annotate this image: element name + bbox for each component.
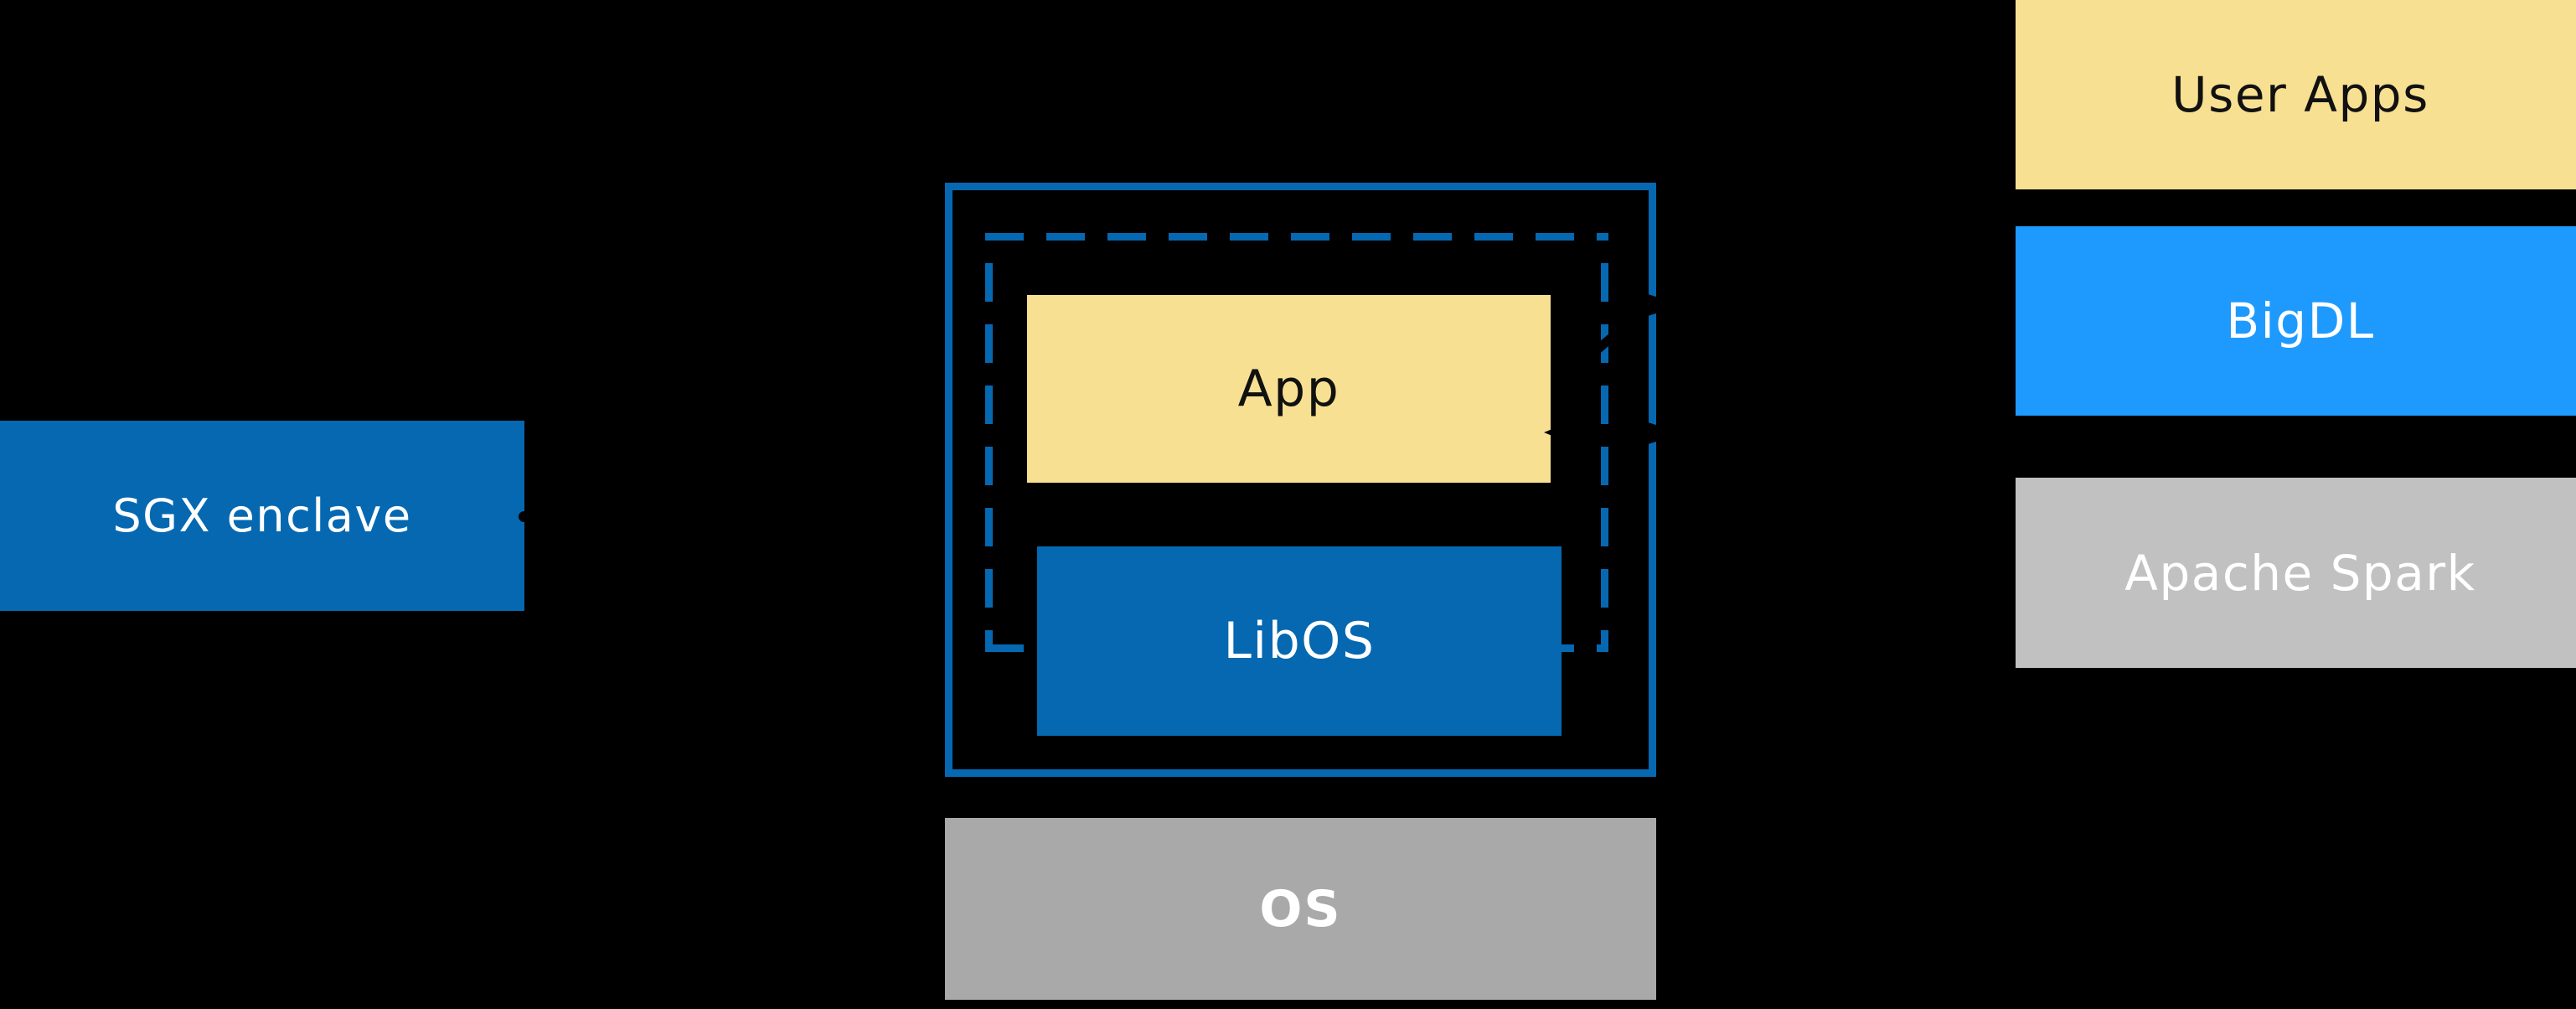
bigdl-box: BigDL (2016, 226, 2576, 416)
enclave-dashed-border-left (985, 241, 993, 644)
connector-dot (519, 511, 529, 522)
sgx-enclave-box: SGX enclave (0, 421, 524, 611)
app-box: App (1027, 295, 1551, 483)
arrowhead-notch-lower (1634, 418, 1683, 448)
os-label: OS (1259, 879, 1342, 939)
libos-label: LibOS (1223, 612, 1376, 670)
os-box: OS (945, 818, 1656, 1000)
sgx-enclave-label: SGX enclave (112, 489, 412, 542)
apache-spark-box: Apache Spark (2016, 478, 2576, 668)
enclave-dashed-border-top (985, 233, 1608, 241)
app-label: App (1237, 360, 1340, 418)
apache-spark-label: Apache Spark (2124, 544, 2476, 602)
user-apps-box: User Apps (2016, 0, 2576, 189)
arrowhead-notch-upper (1634, 290, 1683, 320)
enclave-outer-box (945, 183, 1656, 777)
user-apps-label: User Apps (2171, 66, 2429, 123)
bigdl-label: BigDL (2226, 292, 2375, 349)
enclave-dashed-border-right (1601, 241, 1608, 644)
libos-box: LibOS (1037, 546, 1562, 736)
